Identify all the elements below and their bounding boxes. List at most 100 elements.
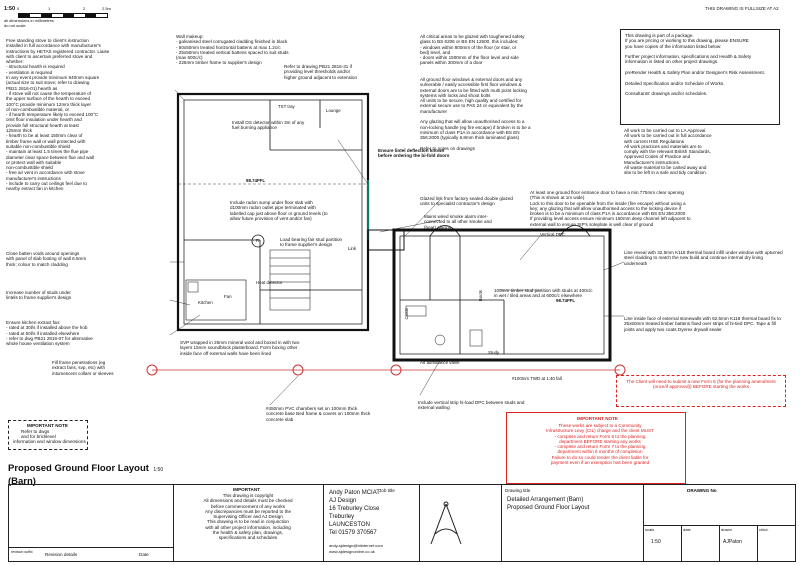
glass-note-line-6: panels within 300mm of a door (420, 60, 483, 66)
package-note-line-5: Further project information, specificati… (625, 54, 752, 60)
stove-note-line-12: the upper surface of the hearth to excee… (6, 96, 91, 102)
drawing-title-scale: 1:50 (153, 467, 164, 473)
package-note-box: This drawing is part of a package.If you… (620, 29, 780, 125)
company-email: andy.ajdesign@btinternet.com (329, 543, 383, 548)
wall-makeup-line-2: - galvanised steel corrugated cladding f… (176, 39, 288, 45)
wall-makeup-notes: Wall makeup:- galvanised steel corrugate… (176, 34, 376, 66)
door-note-2-line-5: broken is to be a minimum of class P1A i… (530, 211, 686, 217)
door-note-2-line-4: key; any glazing that will allow unautho… (530, 205, 682, 211)
stove-note-line-15: - if hearth temperature likely to exceed… (6, 112, 99, 118)
cil-line-7: Failure to do so could render the client… (551, 454, 649, 460)
revision-suffix-label: revision suffix (11, 550, 33, 554)
stove-notes: Free standing stove to client's instruct… (6, 38, 171, 192)
stove-note-line-16: omit floor insulation under hearth and (6, 117, 82, 123)
door-note-line-6: external secure use to PAS 24 or equival… (420, 103, 524, 109)
refer-drawing-line-2: providing level thresholds and/or (284, 69, 351, 75)
drawing-title-line-1: Detailed Arrangement (Barn) (507, 497, 584, 503)
revision-date-label: Date (139, 552, 149, 557)
note-radon: Include radon sump under floor slab with… (230, 200, 328, 221)
wall-makeup-line-5: (max 600c/c) (176, 55, 203, 61)
package-note-line-1: This drawing is part of a package. (625, 33, 694, 38)
work-note-line-6: Approved Codes of Practice and (624, 154, 691, 160)
drawing-title-line-2: Proposed Ground Floor Layout (507, 505, 590, 511)
stove-note-line-28: - include to carry out ceilings feel due… (6, 181, 87, 187)
note-lintel-deflection: Ensure lintel deflection known before or… (378, 148, 450, 159)
cil-line-8: payment even if an exemption has been gr… (550, 460, 650, 466)
scale-note: do not scale (4, 23, 26, 28)
stove-note-line-25: non-combustible shield (6, 165, 53, 171)
note-twd: #100mm TWD at 1:40 fall (512, 376, 562, 381)
stove-note-line-27: manufacturer's instructions (6, 175, 61, 181)
cil-line-1: These works are subject to a Community (558, 423, 642, 428)
drawing-title: Proposed Ground Floor Layout (8, 463, 149, 474)
door-note-2-line-1: At least one ground floor entrance door … (530, 190, 684, 195)
fire-note-line-3: intumescent collars or sleeves (52, 370, 114, 376)
level-label-2: 98.74FFL (556, 298, 576, 303)
note-load-bearing: Load bearing fair stud partition to fram… (280, 237, 343, 248)
ajdesign-logo (430, 501, 462, 545)
glass-notes: All critical areas to be glazed with tou… (420, 34, 590, 66)
room-label-lounge: Lounge (326, 108, 341, 113)
note-line-inside: Line inside face of external stonewalls … (624, 316, 781, 332)
company-line-1: Andy Paton MCIAT (329, 490, 380, 496)
scale-tick-1: 1 (48, 6, 51, 11)
room-label-fan: Fan (224, 294, 232, 299)
note-vertical-dpc: Vertical DPC (540, 232, 565, 237)
important-line-8: the health & safety plan, drawings, (212, 530, 284, 536)
inspection-chamber-3 (390, 364, 402, 376)
work-note-line-3: with current HSE Regulations (624, 138, 685, 144)
wall-makeup-line-1: Wall makeup: (176, 34, 204, 39)
door-note-2-line-3: Lock to this door to be openable from th… (530, 200, 686, 206)
package-note-line-6: information is listed on other project d… (625, 59, 719, 65)
stove-note-line-29: nearby extract fan in kitchen (6, 186, 64, 192)
fire-note-line-2: extract fans, svp, etc) with (52, 365, 106, 371)
note-install-detector: Install OS detector within 3m of any fue… (232, 120, 305, 131)
scale-label: scale (645, 527, 655, 532)
date-label: date (683, 527, 691, 532)
room-label-kitchen: Kitchen (198, 300, 213, 305)
work-notes: All work to be carried out to LA Approva… (624, 128, 784, 176)
stove-note-line-7: - ventilation is required (6, 69, 53, 75)
important-small-line-2: and for bricklevel (21, 434, 56, 439)
stove-note-line-19: - hearth to be at least 150mm clear of (6, 133, 83, 139)
door-note-line-2: vulnerable / easily accessible first flo… (420, 82, 522, 88)
stove-note-line-8: In any event provide minimum 840mm squar… (6, 75, 100, 81)
cil-line-2: Infrastructure Levy (CIL) charge and the… (546, 428, 654, 434)
door-note-line-1: All ground floor windows & external door… (420, 77, 523, 82)
drawing-title-label: Drawing title (505, 488, 531, 493)
cil-line-5: - complete and return Form 7 to the plan… (554, 444, 646, 450)
drawn-value: AJPaton (723, 539, 742, 545)
inspection-chamber-2 (292, 364, 304, 376)
work-note-line-1: All work to be carried out to LA Approva… (624, 128, 706, 133)
package-note-line-3: you have copies of the information liste… (625, 43, 722, 49)
batten-note-line-1: Close batten voids around openings (6, 251, 80, 256)
important-line-7: with all other project information, incl… (205, 524, 291, 530)
job-title-block: Job title (375, 485, 502, 561)
stove-note-line-23: diameter clear space between flue and wa… (6, 154, 95, 160)
package-note-line-12: Consultants' drawings and/or schedules. (625, 91, 708, 97)
door-note-line-9: Any glazing that will allow unauthorised… (420, 119, 525, 125)
stove-note-line-26: - free air vent in accordance with stove (6, 170, 85, 176)
work-note-line-5: comply with the relevant British Standar… (624, 149, 711, 155)
revision-details-label: Revision details (45, 552, 78, 557)
note-glazed-link: Glazed link from factory sealed double g… (420, 196, 513, 207)
extract-notes: Ensure kitchen extract fan:- rated at 30… (6, 320, 171, 346)
work-note-line-7: Manufacturer's instructions. (624, 159, 681, 165)
cil-important-note: IMPORTANT NOTE These works are subject t… (506, 412, 686, 484)
wall-makeup-line-6: - 225mm timber frame to supplier's desig… (176, 60, 262, 66)
scale-bar: 1:50 0 1 2 2.5m all dimensions in millim… (4, 4, 124, 34)
note-smoke-alarm: Mains wired smoke alarm inter-connected … (424, 214, 492, 230)
sheet-note: THIS DRAWING IS FULLSIZE AT A2 (705, 6, 779, 11)
lintel-note-line-2: lintels to frame supplier's design (6, 295, 72, 301)
room-label-tst-tray: TST tray (278, 104, 295, 109)
stove-note-line-14: of non-combustible material, or (6, 106, 70, 112)
note-vertical-strip: Include vertical strip hi-load DPC betwe… (418, 400, 525, 411)
important-small-line-3: information and window dimensions (13, 439, 86, 444)
important-line-1: This drawing is copyright (222, 493, 274, 498)
drawing-subtitle: (Barn) (8, 476, 36, 487)
